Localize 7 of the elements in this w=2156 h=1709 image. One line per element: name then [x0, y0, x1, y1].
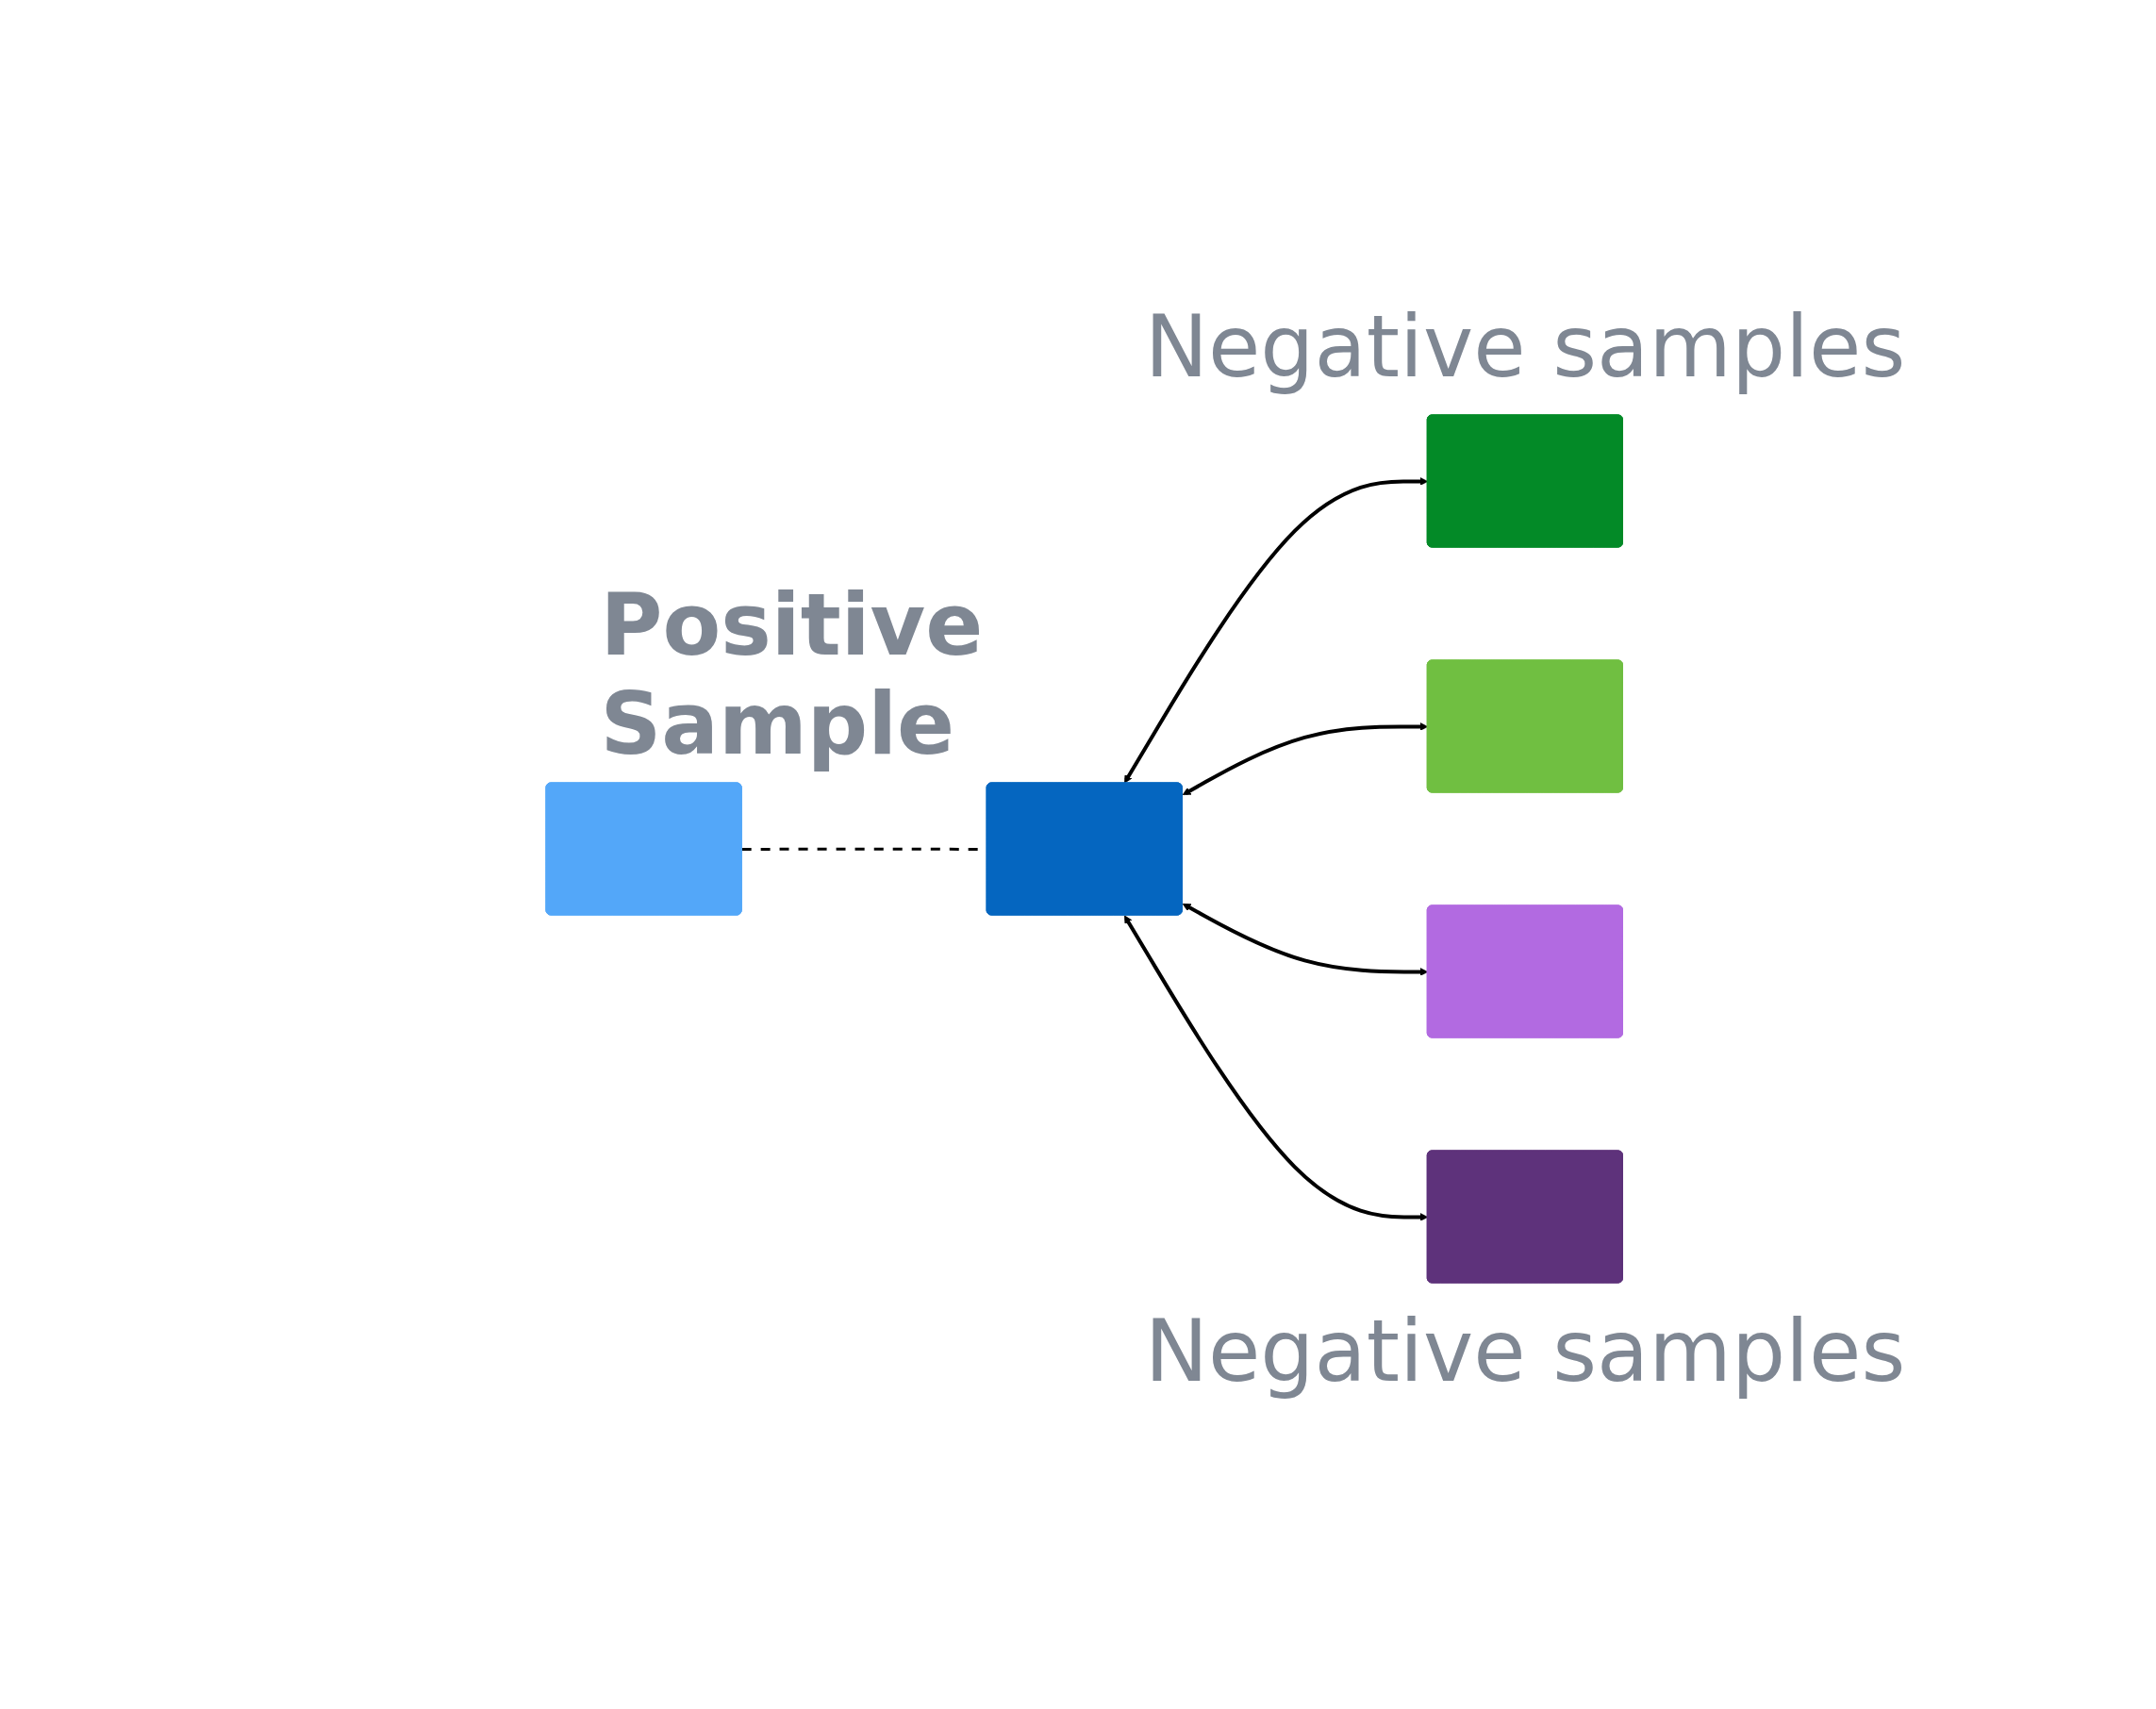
group-label: Negative samples — [1144, 297, 1906, 396]
node-caption: Positive Sample — [600, 575, 985, 773]
arrow — [1183, 722, 1429, 796]
arrow — [1124, 915, 1429, 1221]
arrow — [1183, 903, 1429, 976]
group-label: Negative samples — [1144, 1302, 1906, 1401]
arrow — [1124, 477, 1429, 784]
